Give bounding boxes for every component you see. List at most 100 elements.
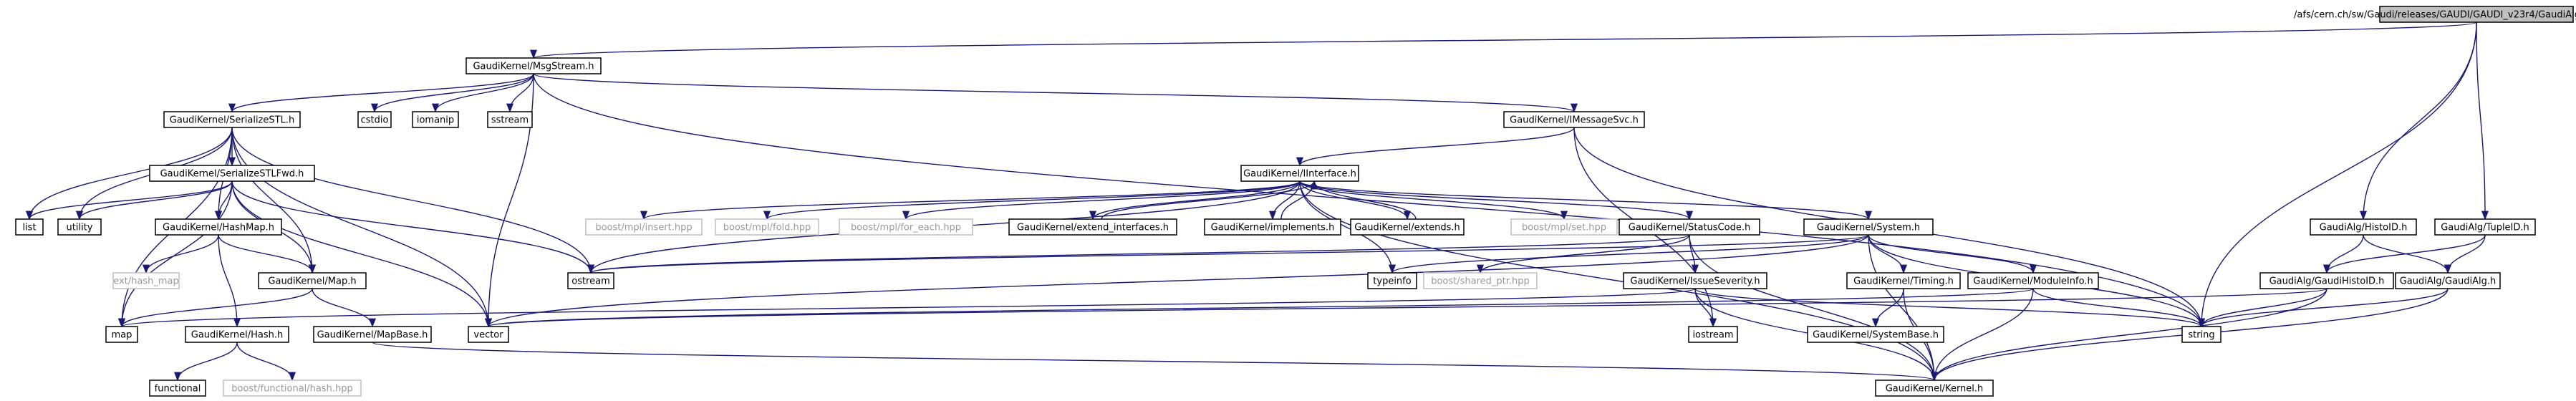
edge-moduleinfo-to-vector [485,288,2034,328]
node-list: list [15,218,44,236]
node-label: GaudiKernel/SerializeSTLFwd.h [160,169,304,180]
edge-msgstream-to-iomanip [432,73,534,113]
node-label: GaudiKernel/SystemBase.h [1813,330,1939,341]
node-boost-insert: boost/mpl/insert.hpp [585,218,703,236]
node-map-h: GaudiKernel/Map.h [258,272,367,289]
edge-iinterface-to-system [1299,180,1872,221]
node-label: boost/mpl/for_each.hpp [851,223,961,233]
node-box [149,165,315,182]
node-label: GaudiKernel/MsgStream.h [473,62,594,72]
node-label: sstream [491,115,529,126]
edge-gaudihistoid-to-kernel [1931,288,2327,382]
node-box [185,326,289,343]
node-label: GaudiKernel/Kernel.h [1886,384,1984,395]
node-box [1875,380,1994,397]
edge-moduleinfo-to-kernel [1930,288,2034,382]
edge-tupleid-to-gaudialg [2444,234,2486,274]
node-statuscode: GaudiKernel/StatusCode.h [1619,218,1760,236]
node-label: ext/hash_map [113,276,179,287]
node-box [1423,272,1538,289]
node-box [1510,218,1618,236]
node-layer: /afs/cern.ch/sw/Gaudi/releases/GAUDI/GAU… [15,6,2576,397]
node-label: GaudiAlg/TupleID.h [2441,223,2529,233]
node-typeinfo: typeinfo [1367,272,1417,289]
node-box [57,218,102,236]
edge-iinterface-to-boost-insert [640,180,1301,221]
edge-iinterface-to-extends [1299,180,1411,221]
edge-iinterface-to-implements [1268,180,1301,221]
node-label: functional [155,384,201,395]
node-box [1688,326,1738,343]
edge-issueseverity-to-string [1694,288,2205,328]
node-extend-ifaces: GaudiKernel/extend_interfaces.h [1008,218,1177,236]
node-gaudialg: GaudiAlg/GaudiAlg.h [2395,272,2501,289]
node-box [585,218,703,236]
node-box [1846,272,1961,289]
edge-serializestlfwd-to-hashmap [214,180,233,221]
node-box [1204,218,1341,236]
node-label: /afs/cern.ch/sw/Gaudi/releases/GAUDI/GAU… [2294,10,2576,21]
edge-gaudihistoid-to-string [2198,288,2327,328]
node-system: GaudiKernel/System.h [1803,218,1934,236]
edge-hashmap-to-ext-hashmap [143,234,219,274]
edge-msgstream-to-serializestl [228,73,534,113]
edge-tupleid-to-gaudihistoid [2323,234,2486,274]
node-label: GaudiKernel/ModuleInfo.h [1973,276,2093,287]
node-histoid: GaudiAlg/HistoID.h [2310,218,2417,236]
node-boost-set: boost/mpl/set.hpp [1510,218,1618,236]
node-box [412,111,459,128]
node-iomanip: iomanip [412,111,459,128]
node-label: list [22,223,36,233]
node-box [2379,6,2574,23]
node-label: GaudiKernel/System.h [1817,223,1920,233]
edge-moduleinfo-to-string [2032,288,2205,328]
edge-root-to-msgstream [531,21,2477,59]
edge-serializestl-to-vector [231,127,493,328]
node-label: GaudiKernel/MapBase.h [317,330,428,341]
node-box [1967,272,2099,289]
node-label: GaudiKernel/extends.h [1354,223,1460,233]
node-box [155,218,282,236]
node-box [468,326,509,343]
node-label: GaudiKernel/Timing.h [1853,276,1954,287]
node-boost-hash: boost/functional/hash.hpp [223,380,362,397]
edge-hashmap-to-map-h [218,234,316,274]
node-box [2395,272,2501,289]
node-box [258,272,367,289]
edge-serializestl-to-map-h [231,127,317,274]
node-timing: GaudiKernel/Timing.h [1846,272,1961,289]
node-systembase: GaudiKernel/SystemBase.h [1807,326,1944,343]
node-box [1240,165,1359,182]
edge-serializestl-to-ostream [231,127,594,274]
node-label: GaudiKernel/StatusCode.h [1629,223,1750,233]
node-box [1367,272,1417,289]
node-serializestlfwd: GaudiKernel/SerializeSTLFwd.h [149,165,315,182]
edge-statuscode-to-ostream [587,234,1690,274]
edge-system-to-ostream [587,234,1869,274]
node-label: GaudiAlg/GaudiHistoID.h [2269,276,2385,287]
edge-iinterface-to-boost-fold [763,180,1301,221]
node-moduleinfo: GaudiKernel/ModuleInfo.h [1967,272,2099,289]
edge-statuscode-to-kernel [1689,234,1939,382]
node-label: ostream [571,276,610,287]
node-label: cstdio [361,115,389,126]
edge-hash-to-functional [173,342,238,382]
node-box [1503,111,1645,128]
node-map: map [105,326,138,343]
node-label: GaudiKernel/IssueSeverity.h [1630,276,1760,287]
edge-msgstream-to-sstream [506,73,534,113]
node-extends: GaudiKernel/extends.h [1350,218,1465,236]
node-label: iostream [1692,330,1733,341]
node-boost-shared: boost/shared_ptr.hpp [1423,272,1538,289]
node-box [1807,326,1944,343]
edge-extend-ifaces-to-iinterface [1101,180,1318,220]
node-tupleid: GaudiAlg/TupleID.h [2434,218,2536,236]
node-label: GaudiKernel/Map.h [268,276,356,287]
edge-serializestlfwd-to-map [117,180,233,328]
edge-root-to-histoid [2359,21,2477,221]
node-iinterface: GaudiKernel/IInterface.h [1240,165,1359,182]
edge-map-h-to-map [118,288,313,328]
node-box [465,57,602,74]
edge-system-to-moduleinfo [1868,234,2037,274]
